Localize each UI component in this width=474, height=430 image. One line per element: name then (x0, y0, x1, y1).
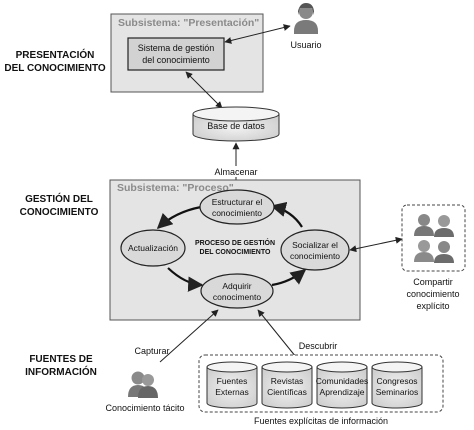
source-label-line: Seminarios (376, 387, 419, 397)
source-cylinder-top (261, 361, 313, 373)
socialize-share-arrow (349, 236, 403, 253)
explicit-sources-group: FuentesExternasRevistasCientíficasComuni… (198, 354, 444, 413)
source-label-line: Externas (215, 387, 249, 397)
people-group-icon (414, 214, 454, 263)
kms-box (127, 37, 225, 71)
explicit-sources-label: Fuentes explícitas de información (254, 416, 388, 426)
node-structure-line-2: conocimiento (212, 208, 262, 218)
store-label: Almacenar (214, 167, 257, 177)
kms-line-2: del conocimiento (142, 55, 210, 65)
share-group: Compartir conocimiento explícito (401, 204, 466, 311)
user-label: Usuario (290, 40, 321, 50)
section-sources-line-1: FUENTES DE (29, 354, 93, 365)
share-line-3: explícito (416, 301, 449, 311)
node-structure-line-1: Estructurar el (212, 197, 263, 207)
source-cylinder-top (206, 361, 258, 373)
cycle-arrow-socialize-to-structure (270, 201, 303, 228)
tacit-person-icon (128, 371, 158, 398)
cycle-arrow-structure-to-update (156, 205, 202, 230)
source-label-line: Congresos (376, 376, 417, 386)
node-socialize-line-2: conocimiento (290, 251, 340, 261)
source-label-line: Fuentes (217, 376, 248, 386)
source-cylinder-body (371, 367, 423, 409)
cycle-arrow-update-to-acquire (167, 267, 204, 292)
node-update-label: Actualización (128, 243, 178, 253)
node-structure: Estructurar el conocimiento (199, 189, 275, 225)
section-management-line-2: CONOCIMIENTO (20, 207, 99, 218)
node-socialize-line-1: Socializar el (292, 240, 338, 250)
node-acquire-line-2: conocimento (213, 292, 261, 302)
node-update: Actualización (120, 229, 186, 267)
kms-database-arrow (185, 71, 223, 109)
process-subsystem-title: Subsistema: "Proceso" (117, 182, 234, 194)
source-cylinder-body (261, 367, 313, 409)
source-label-line: Científicas (267, 387, 307, 397)
process-center-line-2: DEL CONOCIMIENTO (200, 249, 271, 256)
source-cylinders: FuentesExternasRevistasCientíficasComuni… (206, 361, 423, 409)
kms-user-arrow (224, 24, 291, 44)
node-acquire-line-1: Adquirir (222, 281, 251, 291)
source-cylinder-body (206, 367, 258, 409)
node-socialize: Socializar el conocimiento (280, 229, 350, 271)
presentation-subsystem: Subsistema: "Presentación" Sistema de ge… (110, 13, 264, 93)
section-management: GESTIÓN DEL CONOCIMIENTO (20, 192, 99, 218)
section-presentation-line-2: DEL CONOCIMIENTO (4, 63, 106, 74)
source-label-line: Comunidades (316, 376, 368, 386)
capture-arrow (159, 309, 219, 363)
share-line-2: conocimiento (406, 289, 459, 299)
presentation-subsystem-title: Subsistema: "Presentación" (118, 17, 259, 29)
process-center-line-1: PROCESO DE GESTIÓN (195, 238, 275, 247)
node-process-center: PROCESO DE GESTIÓN DEL CONOCIMIENTO (195, 238, 275, 256)
share-line-1: Compartir (413, 277, 453, 287)
source-label-line: Revistas (271, 376, 304, 386)
section-sources: FUENTES DE INFORMACIÓN (25, 354, 97, 378)
section-sources-line-2: INFORMACIÓN (25, 365, 97, 378)
discover-label: Descubrir (299, 341, 338, 351)
capture-label: Capturar (134, 346, 169, 356)
source-cylinder-top (316, 361, 368, 373)
node-acquire: Adquirir conocimento (200, 273, 274, 309)
source-cylinder-top (371, 361, 423, 373)
section-presentation: PRESENTACIÓN DEL CONOCIMIENTO (4, 48, 106, 74)
section-presentation-line-1: PRESENTACIÓN (16, 48, 95, 61)
section-management-line-1: GESTIÓN DEL (25, 192, 93, 205)
discover-arrow (257, 309, 297, 358)
database-label: Base de datos (207, 121, 265, 131)
database-icon (192, 106, 280, 142)
process-cycle-arrows (156, 201, 307, 292)
source-label-line: Aprendizaje (320, 387, 365, 397)
tacit-label: Conocimiento tácito (105, 403, 184, 413)
cycle-arrow-acquire-to-socialize (271, 269, 307, 287)
source-cylinder-body (316, 367, 368, 409)
user-icon (294, 3, 318, 34)
kms-line-1: Sistema de gestión (138, 43, 215, 53)
store-label-bg (214, 166, 258, 177)
